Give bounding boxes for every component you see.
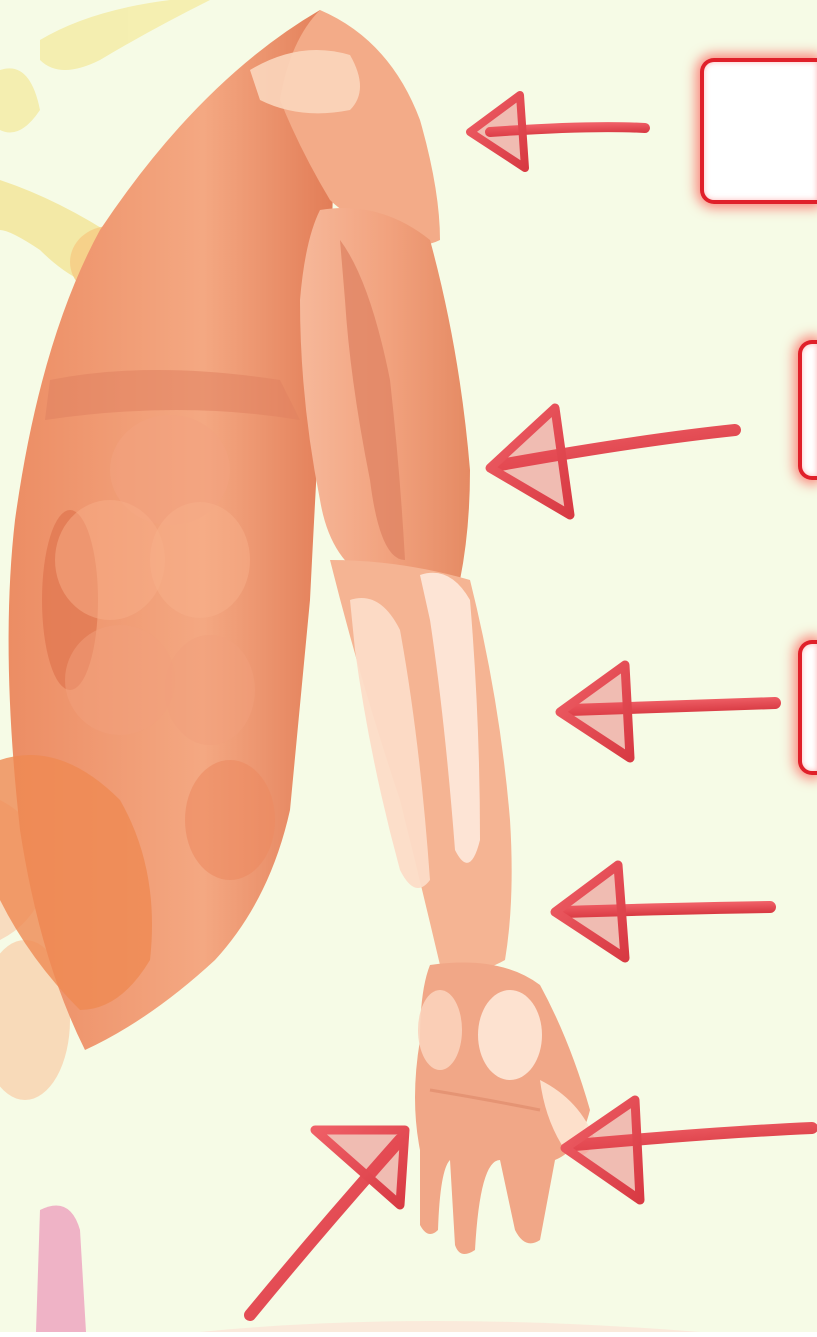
label-box-shoulder: [700, 58, 817, 204]
label-text-elbow-forearm: [802, 644, 817, 660]
label-box-elbow-forearm: [798, 640, 817, 775]
label-text-upper-arm: [802, 344, 817, 360]
label-text-shoulder: [704, 62, 817, 78]
label-box-upper-arm: [798, 340, 817, 480]
